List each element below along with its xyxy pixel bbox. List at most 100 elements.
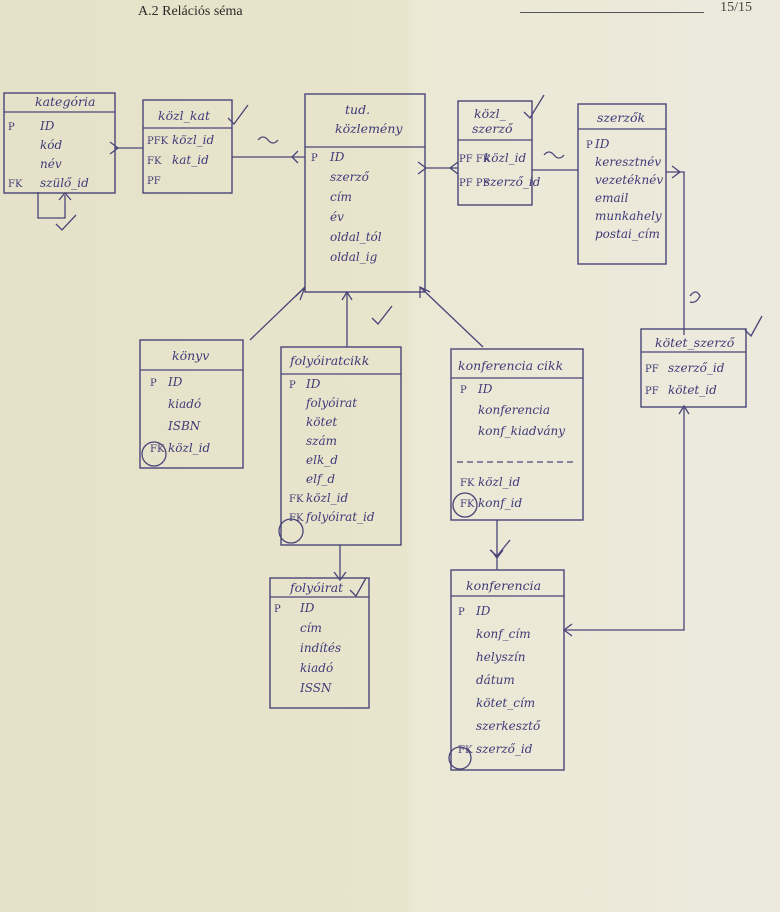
attribute-name: postai_cím: [595, 227, 660, 241]
entity-title: konferencia: [466, 578, 541, 593]
attribute-key-marker: FK: [289, 513, 304, 524]
check-mark: [744, 315, 763, 338]
attribute-name: ISBN: [167, 419, 201, 433]
attribute-name: ID: [477, 382, 493, 396]
attribute-name: kiadó: [300, 661, 333, 675]
attribute-name: szülő_id: [40, 176, 89, 190]
attribute-name: közl_id: [484, 151, 526, 165]
relationship-lines: [37, 94, 763, 637]
entity-tud-kozlemeny: tud. közlemény: [304, 93, 426, 293]
attribute-name: konf_cím: [476, 627, 531, 641]
attribute-name: ID: [39, 119, 55, 133]
check-mark: [371, 305, 393, 325]
attribute-name: konf_kiadvány: [478, 424, 565, 438]
attribute-name: elk_d: [306, 453, 338, 467]
check-mark: [349, 577, 367, 598]
fk-circle: [452, 492, 478, 518]
squiggle-mark: [257, 136, 279, 144]
attribute-name: év: [330, 210, 344, 224]
entity-kategoria: kategória: [3, 92, 116, 194]
attribute-key-marker: P: [460, 385, 467, 396]
attribute-name: szerző_id: [476, 742, 533, 756]
entity-title-line1: közl_: [474, 106, 507, 121]
crowfoot-mark: [291, 150, 299, 164]
attribute-key-marker: FK: [8, 179, 23, 190]
crowfoot-mark: [417, 161, 428, 175]
attribute-key-marker: P: [8, 122, 15, 133]
crowfoot-mark: [109, 141, 120, 155]
attribute-name: közl_id: [306, 491, 348, 505]
attribute-name: cím: [300, 621, 322, 635]
attribute-name: dátum: [476, 673, 515, 687]
attribute-name: oldal_tól: [330, 230, 382, 244]
attribute-key-marker: FK: [458, 745, 473, 756]
crowfoot-mark: [678, 404, 690, 415]
attribute-name: folyóirat: [305, 396, 357, 410]
entity-title: kategória: [35, 94, 95, 109]
attribute-key-marker: PF: [645, 364, 659, 375]
attribute-name: ID: [329, 150, 345, 164]
attribute-name: helyszín: [476, 650, 526, 664]
entity-folyoiratcikk: folyóiratcikk: [280, 346, 402, 546]
entity-title: folyóirat: [289, 580, 344, 595]
entity-kozl-kat: közl_kat: [142, 99, 233, 194]
entity-title-line2: szerző: [472, 121, 514, 136]
rel-konferencia-kotetszerzo: [564, 408, 685, 631]
attribute-name: közl_id: [478, 475, 520, 489]
attribute-name: közl_id: [168, 441, 210, 455]
entity-konyv: könyv: [139, 339, 244, 469]
page-number: 15/15: [720, 0, 752, 15]
attribute-key-marker: FK: [460, 478, 475, 489]
attribute-name: ID: [594, 137, 610, 151]
attribute-name: keresztnév: [595, 155, 661, 169]
attribute-key-marker: P: [458, 607, 465, 618]
fk-circle: [448, 746, 472, 770]
entity-title-line2: közlemény: [335, 121, 403, 136]
attribute-key-marker: FK: [150, 444, 165, 455]
attribute-name: kiadó: [168, 397, 201, 411]
crowfoot-mark: [333, 571, 347, 582]
entity-title-line1: tud.: [345, 102, 370, 117]
section-heading: A.2 Relációs séma: [138, 4, 243, 19]
attribute-name: konf_id: [478, 496, 523, 510]
crowfoot-mark: [419, 285, 431, 298]
attribute-name: szám: [306, 434, 337, 448]
entity-title: szerzők: [597, 110, 645, 125]
attribute-name: munkahely: [595, 209, 662, 223]
attribute-name: kötet_id: [668, 383, 717, 397]
attribute-name: szerző_id: [484, 175, 541, 189]
attribute-key-marker: PFK: [147, 136, 169, 147]
squiggle-mark: [689, 291, 701, 304]
attribute-name: kötet: [306, 415, 337, 429]
attribute-name: közl_id: [172, 133, 214, 147]
attribute-name: oldal_ig: [330, 250, 378, 264]
attribute-key-marker: PF: [645, 386, 659, 397]
entity-konferenciacikk: konferencia cikk: [450, 348, 584, 521]
crowfoot-mark: [448, 161, 459, 175]
attribute-key-marker: PF FK: [459, 154, 491, 165]
attribute-name: elf_d: [306, 472, 335, 486]
entity-title: könyv: [172, 348, 209, 363]
attribute-name: szerző: [330, 170, 370, 184]
attribute-name: ID: [305, 377, 321, 391]
attribute-name: szerkesztő: [476, 719, 541, 733]
check-mark: [523, 94, 545, 120]
attribute-key-marker: P: [150, 378, 157, 389]
attribute-key-marker: FK: [147, 156, 162, 167]
attribute-name: kat_id: [172, 153, 209, 167]
check-mark: [227, 104, 249, 125]
fk-circles: [141, 441, 478, 770]
header-rule: [520, 12, 704, 13]
attribute-key-marker: P: [586, 140, 593, 151]
check-mark: [55, 214, 77, 231]
attribute-key-marker: P: [274, 604, 281, 615]
attribute-key-marker: FK: [460, 499, 475, 510]
attribute-name: indítés: [300, 641, 341, 655]
attribute-name: ISSN: [299, 681, 332, 695]
attribute-name: ID: [167, 375, 183, 389]
attribute-key-marker: P: [289, 380, 296, 391]
rel-szerzok-kotetszerzo: [666, 171, 685, 335]
attribute-name: konferencia: [478, 403, 550, 417]
attribute-name: név: [40, 157, 62, 171]
